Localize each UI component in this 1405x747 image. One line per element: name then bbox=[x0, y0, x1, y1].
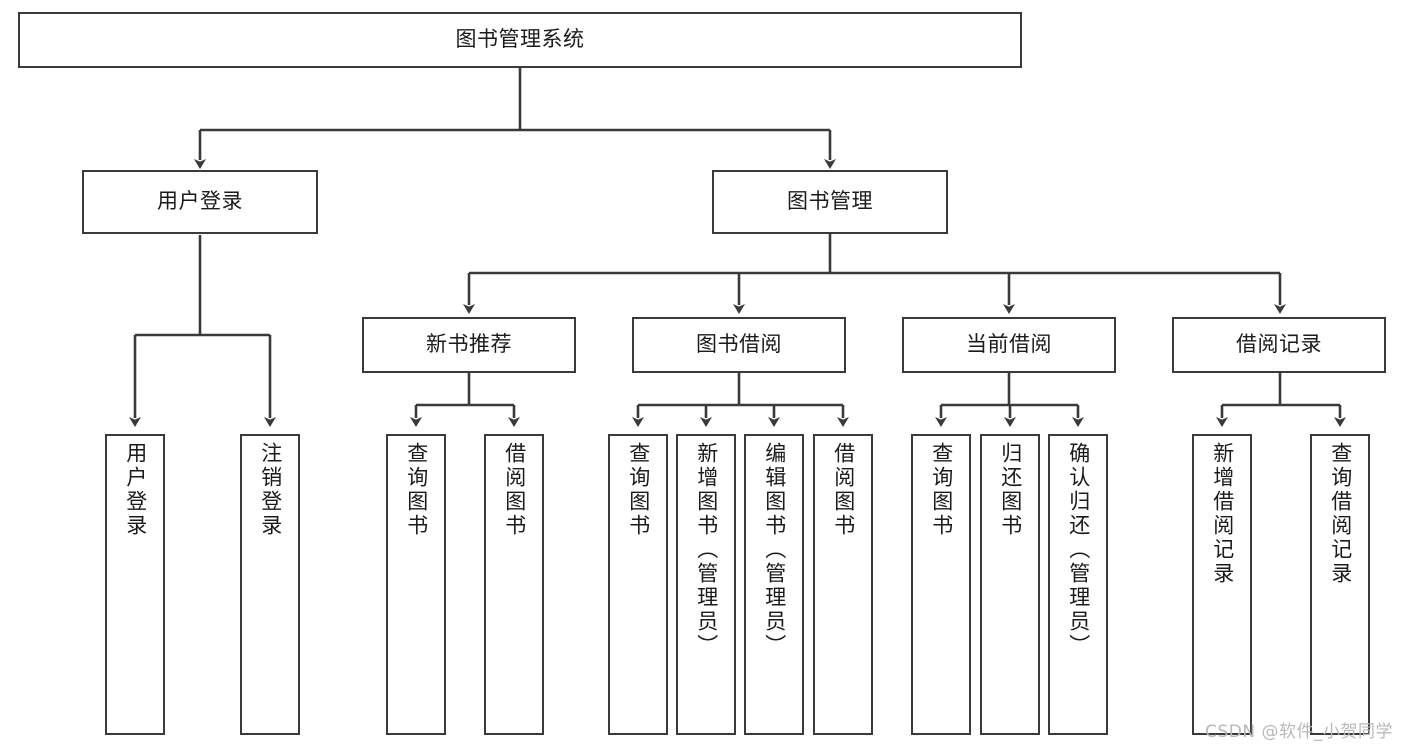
node-leaf-query-book-2[interactable]: 查询图书 bbox=[608, 434, 668, 735]
node-leaf-borrow-book-2[interactable]: 借阅图书 bbox=[813, 434, 873, 735]
node-current-borrow[interactable]: 当前借阅 bbox=[902, 317, 1116, 373]
node-leaf-borrow-book-1[interactable]: 借阅图书 bbox=[484, 434, 544, 735]
node-leaf-user-login[interactable]: 用户登录 bbox=[105, 434, 165, 735]
node-new-book-recommend[interactable]: 新书推荐 bbox=[362, 317, 576, 373]
node-leaf-confirm-return-label: 确认归还（管理员） bbox=[1066, 442, 1091, 658]
node-user-login[interactable]: 用户登录 bbox=[82, 170, 318, 234]
node-user-login-label: 用户登录 bbox=[157, 189, 243, 214]
node-leaf-return-book-label: 归还图书 bbox=[998, 442, 1023, 538]
node-new-book-recommend-label: 新书推荐 bbox=[426, 332, 512, 357]
node-root-label: 图书管理系统 bbox=[455, 27, 585, 52]
node-leaf-return-book[interactable]: 归还图书 bbox=[980, 434, 1040, 735]
node-leaf-query-record-label: 查询借阅记录 bbox=[1328, 442, 1353, 586]
node-leaf-user-login-label: 用户登录 bbox=[123, 442, 148, 538]
node-borrow-record[interactable]: 借阅记录 bbox=[1172, 317, 1386, 373]
node-book-manage-label: 图书管理 bbox=[787, 189, 873, 214]
node-book-borrow[interactable]: 图书借阅 bbox=[632, 317, 846, 373]
watermark-text: CSDN @软件_小贺同学 bbox=[1205, 722, 1393, 742]
node-leaf-add-book-label: 新增图书（管理员） bbox=[694, 442, 719, 658]
node-leaf-query-book-1[interactable]: 查询图书 bbox=[386, 434, 446, 735]
node-borrow-record-label: 借阅记录 bbox=[1236, 332, 1322, 357]
node-leaf-edit-book[interactable]: 编辑图书（管理员） bbox=[744, 434, 804, 735]
node-book-manage[interactable]: 图书管理 bbox=[712, 170, 948, 234]
node-leaf-query-book-1-label: 查询图书 bbox=[404, 442, 429, 538]
node-leaf-user-logout-label: 注销登录 bbox=[258, 442, 283, 538]
node-leaf-edit-book-label: 编辑图书（管理员） bbox=[762, 442, 787, 658]
node-leaf-query-book-3[interactable]: 查询图书 bbox=[911, 434, 971, 735]
node-leaf-add-record-label: 新增借阅记录 bbox=[1210, 442, 1235, 586]
node-leaf-add-book[interactable]: 新增图书（管理员） bbox=[676, 434, 736, 735]
node-leaf-query-book-2-label: 查询图书 bbox=[626, 442, 651, 538]
node-leaf-add-record[interactable]: 新增借阅记录 bbox=[1192, 434, 1252, 735]
node-root[interactable]: 图书管理系统 bbox=[18, 12, 1022, 68]
node-leaf-query-book-3-label: 查询图书 bbox=[929, 442, 954, 538]
node-leaf-confirm-return[interactable]: 确认归还（管理员） bbox=[1048, 434, 1108, 735]
node-book-borrow-label: 图书借阅 bbox=[696, 332, 782, 357]
node-leaf-borrow-book-2-label: 借阅图书 bbox=[831, 442, 856, 538]
node-leaf-user-logout[interactable]: 注销登录 bbox=[240, 434, 300, 735]
node-leaf-query-record[interactable]: 查询借阅记录 bbox=[1310, 434, 1370, 735]
node-leaf-borrow-book-1-label: 借阅图书 bbox=[502, 442, 527, 538]
node-current-borrow-label: 当前借阅 bbox=[966, 332, 1052, 357]
